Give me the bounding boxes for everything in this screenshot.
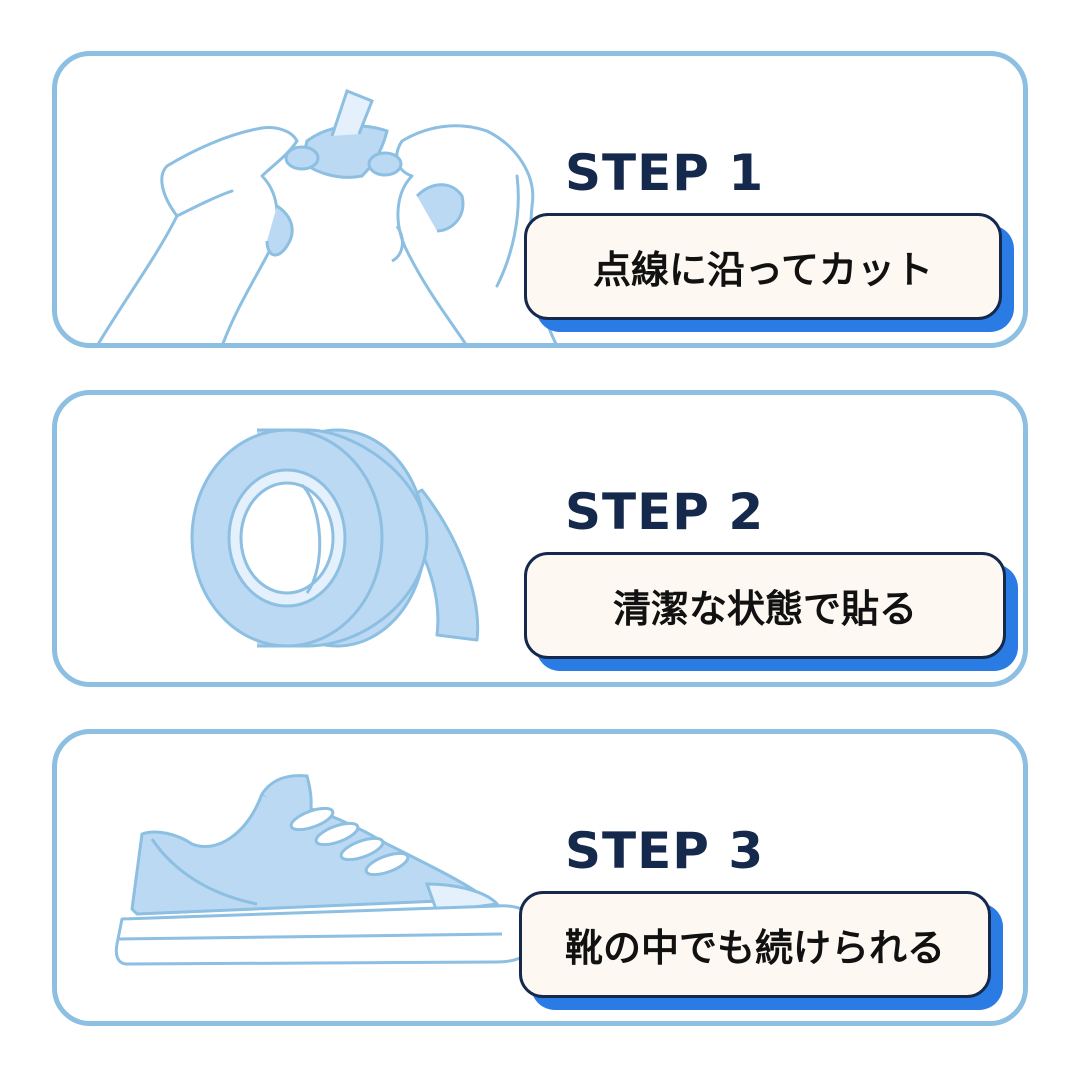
tape-roll-icon xyxy=(190,428,480,648)
hands-peeling-tape-icon xyxy=(97,89,557,343)
step-label: 点線に沿ってカット xyxy=(524,213,1002,320)
step-label: 靴の中でも続けられる xyxy=(519,891,991,998)
step-title: STEP 3 xyxy=(565,822,765,880)
step-title: STEP 1 xyxy=(565,144,765,202)
step-card-2: STEP 2 清潔な状態で貼る xyxy=(52,390,1028,687)
step-label-box: 清潔な状態で貼る xyxy=(524,552,1018,671)
step-title: STEP 2 xyxy=(565,483,765,541)
step-label-box: 靴の中でも続けられる xyxy=(519,891,1003,1010)
step-card-3: STEP 3 靴の中でも続けられる xyxy=(52,729,1028,1026)
step-card-1: STEP 1 点線に沿ってカット xyxy=(52,51,1028,348)
step-label: 清潔な状態で貼る xyxy=(524,552,1006,659)
step-label-box: 点線に沿ってカット xyxy=(524,213,1014,332)
sneaker-icon xyxy=(114,774,540,966)
